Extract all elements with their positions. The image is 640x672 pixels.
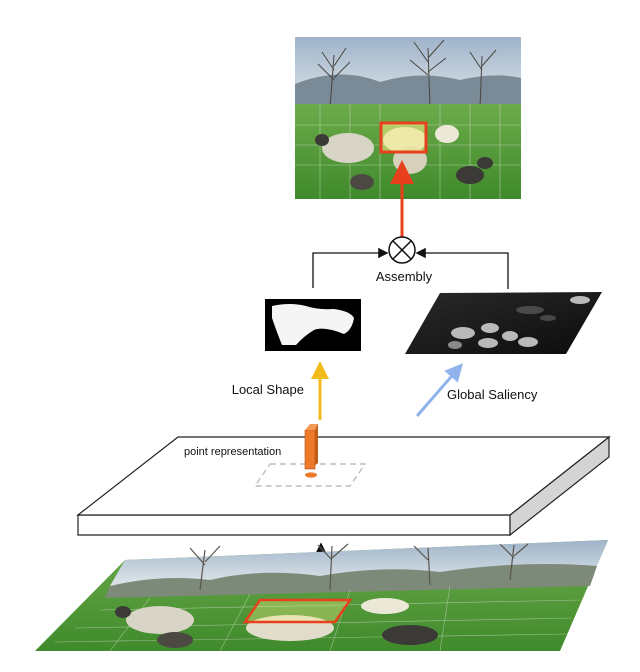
- input-photo: [35, 540, 608, 652]
- global-saliency-arrow: [415, 363, 463, 417]
- result-bounding-box: [379, 121, 428, 154]
- local-connector: [312, 247, 389, 288]
- assembly-label: Assembly: [376, 269, 433, 284]
- global-saliency-label: Global Saliency: [447, 387, 538, 402]
- point-representation-bar: [304, 424, 318, 478]
- global-saliency-map: [405, 292, 602, 354]
- feature-board: [76, 435, 611, 537]
- point-representation-label: point representation: [184, 446, 281, 458]
- local-shape-label: Local Shape: [232, 382, 304, 397]
- receptive-region: [253, 463, 367, 487]
- result-photo: [295, 37, 521, 199]
- global-connector: [415, 247, 509, 289]
- circled-times-icon: [388, 236, 416, 264]
- highlight-overlay: [381, 123, 426, 152]
- local-shape-mask: [265, 299, 361, 351]
- input-bounding-box: [242, 598, 353, 624]
